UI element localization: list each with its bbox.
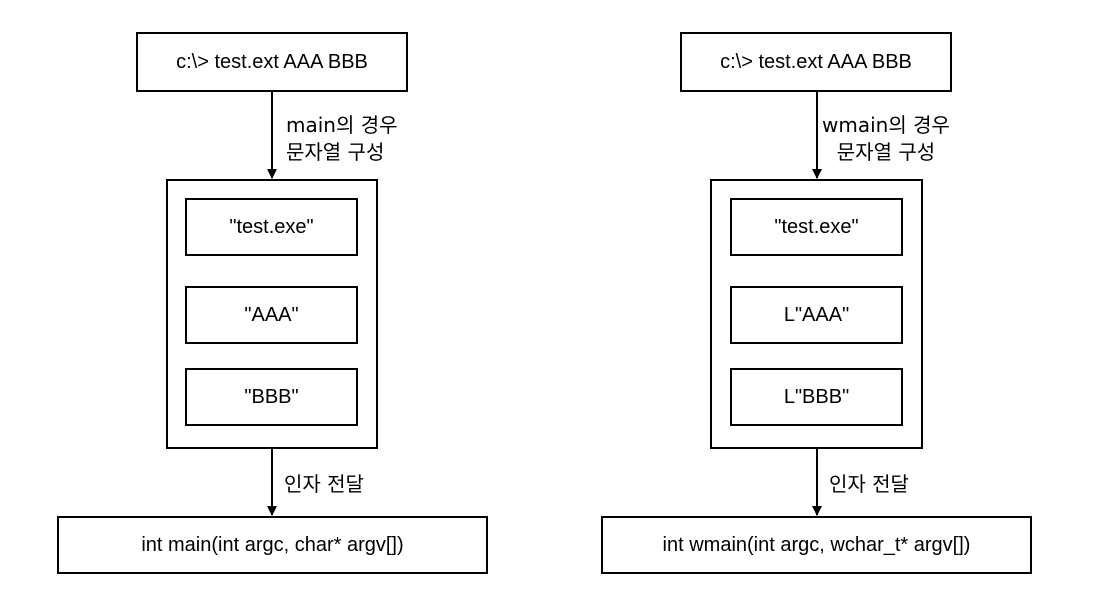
left-function-text: int main(int argc, char* argv[]) xyxy=(141,533,404,556)
right-arrow1-label-line2: 문자열 구성 xyxy=(836,140,936,164)
left-function-box: int main(int argc, char* argv[]) xyxy=(57,516,488,574)
left-string-box-1: "test.exe" xyxy=(185,198,358,256)
left-command-box: c:\> test.ext AAA BBB xyxy=(136,32,408,92)
right-arrow1-label: wmain의 경우 문자열 구성 xyxy=(822,112,950,166)
left-string-box-2: "AAA" xyxy=(185,286,358,344)
right-string-2: L"AAA" xyxy=(783,303,850,326)
left-arrow1-label-line1: main의 경우 xyxy=(286,113,398,137)
right-command-box: c:\> test.ext AAA BBB xyxy=(680,32,952,92)
right-string-box-2: L"AAA" xyxy=(730,286,903,344)
right-function-text: int wmain(int argc, wchar_t* argv[]) xyxy=(662,533,971,556)
right-string-3: L"BBB" xyxy=(783,385,850,408)
left-arrow2-label: 인자 전달 xyxy=(284,472,364,496)
right-string-1: "test.exe" xyxy=(774,215,859,238)
right-arrow1-label-line1: wmain의 경우 xyxy=(822,113,950,137)
left-string-1: "test.exe" xyxy=(229,215,314,238)
right-command-text: c:\> test.ext AAA BBB xyxy=(720,50,912,73)
left-string-3: "BBB" xyxy=(244,385,299,408)
left-command-text: c:\> test.ext AAA BBB xyxy=(176,50,368,73)
left-arrow1-label: main의 경우 문자열 구성 xyxy=(286,112,398,166)
left-arrow1-label-line2: 문자열 구성 xyxy=(286,140,385,164)
left-string-2: "AAA" xyxy=(244,303,299,326)
right-function-box: int wmain(int argc, wchar_t* argv[]) xyxy=(601,516,1032,574)
right-string-box-3: L"BBB" xyxy=(730,368,903,426)
left-string-box-3: "BBB" xyxy=(185,368,358,426)
right-string-box-1: "test.exe" xyxy=(730,198,903,256)
right-arrow2-label: 인자 전달 xyxy=(829,472,909,496)
